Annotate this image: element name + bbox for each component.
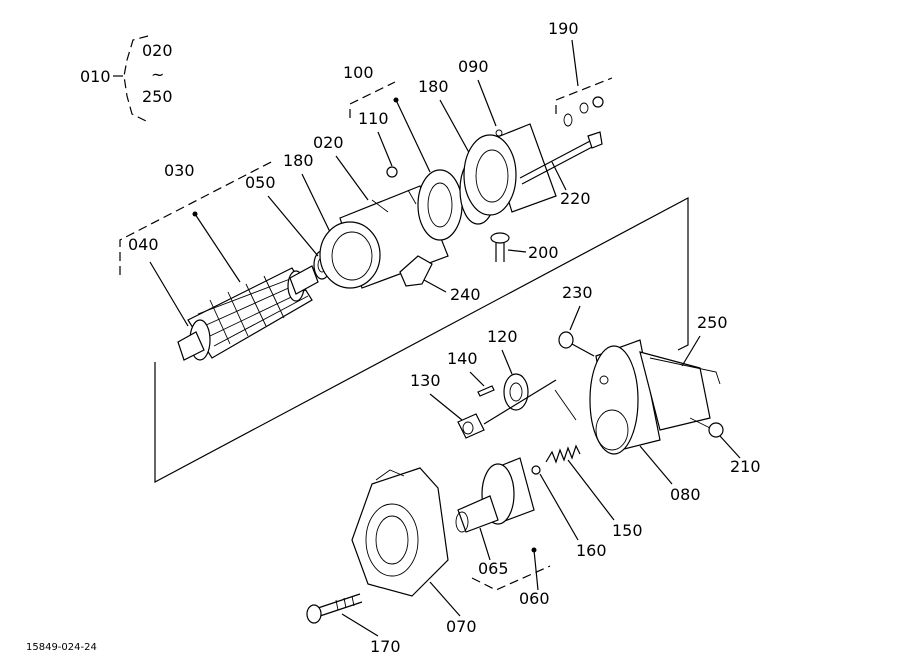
label-020-range: 020	[142, 41, 173, 60]
label-065: 065	[478, 559, 509, 578]
ball-160	[531, 465, 541, 475]
nut-210	[708, 422, 724, 438]
retainer-130	[457, 413, 485, 439]
group-brace	[123, 35, 149, 123]
label-110: 110	[358, 109, 389, 128]
front-housing-070	[351, 467, 449, 597]
magnetic-switch-080	[589, 339, 721, 455]
group-header: 010 020 ~ 250	[80, 35, 173, 123]
label-080: 080	[670, 485, 701, 504]
spring-150	[545, 444, 581, 464]
assembly-boundary	[154, 197, 689, 483]
label-050: 050	[245, 173, 276, 192]
nut-230	[558, 331, 574, 349]
screw-110	[386, 166, 398, 178]
label-090: 090	[458, 57, 489, 76]
label-180-left: 180	[283, 151, 314, 170]
label-010: 010	[80, 67, 111, 86]
nut-washer-set-190	[563, 96, 604, 127]
label-070: 070	[446, 617, 477, 636]
label-170: 170	[370, 637, 401, 656]
label-030: 030	[164, 161, 195, 180]
overrunning-clutch-065	[455, 457, 535, 533]
label-040: 040	[128, 235, 159, 254]
label-230: 230	[562, 283, 593, 302]
rear-cover-090	[463, 123, 557, 216]
label-020: 020	[313, 133, 344, 152]
screw-200	[490, 232, 510, 262]
label-120: 120	[487, 327, 518, 346]
label-250-range: 250	[142, 87, 173, 106]
label-240: 240	[450, 285, 481, 304]
through-bolt-220	[519, 131, 603, 185]
group-060-bracket	[471, 565, 551, 591]
label-220: 220	[560, 189, 591, 208]
label-250: 250	[697, 313, 728, 332]
label-060: 060	[519, 589, 550, 608]
label-160: 160	[576, 541, 607, 560]
label-200: 200	[528, 243, 559, 262]
terminal-240	[399, 255, 433, 287]
label-130: 130	[410, 371, 441, 390]
drawing-code: 15849-024-24	[26, 642, 97, 653]
label-180-right: 180	[418, 77, 449, 96]
group-100-bracket	[349, 81, 396, 118]
label-210: 210	[730, 457, 761, 476]
group-190-bracket	[555, 77, 613, 114]
armature-040	[177, 265, 319, 361]
label-100: 100	[343, 63, 374, 82]
group-030-bracket	[119, 159, 276, 275]
label-150: 150	[612, 521, 643, 540]
bolt-170	[306, 593, 363, 624]
label-range-sep: ~	[151, 65, 164, 84]
label-140: 140	[447, 349, 478, 368]
brush-holder	[417, 169, 463, 241]
label-190: 190	[548, 19, 579, 38]
pin-140	[477, 385, 495, 397]
